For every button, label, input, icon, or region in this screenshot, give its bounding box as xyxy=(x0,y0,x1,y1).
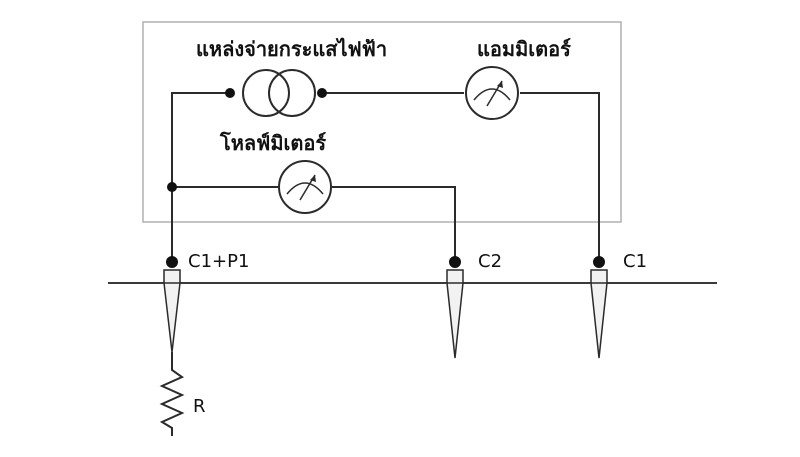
terminal-c2-label: C2 xyxy=(478,251,502,272)
node-source-left xyxy=(225,88,235,98)
junction-nodes xyxy=(166,88,605,268)
ammeter-icon xyxy=(465,66,519,120)
power-source-label: แหล่งจ่ายกระแสไฟฟ้า xyxy=(196,37,387,61)
voltmeter-icon xyxy=(278,160,332,214)
wire-left xyxy=(171,92,228,262)
wire-ammeter-c1 xyxy=(520,92,600,262)
instrument-enclosure xyxy=(142,21,622,223)
wire-voltmeter-c2 xyxy=(330,186,456,262)
node-c1p1 xyxy=(166,256,178,268)
terminal-c1p1-label: C1+P1 xyxy=(188,251,249,272)
node-c2 xyxy=(449,256,461,268)
wiring xyxy=(171,92,600,262)
resistor-label: R xyxy=(193,396,206,417)
transformer-icon xyxy=(242,69,316,117)
voltmeter-label: โหลฟ์มิเตอร์ xyxy=(219,131,326,155)
node-branch xyxy=(167,182,177,192)
ground-spike-icon xyxy=(163,269,608,359)
node-c1 xyxy=(593,256,605,268)
node-source-right xyxy=(317,88,327,98)
ammeter-label: แอมมิเตอร์ xyxy=(477,37,571,61)
resistor-icon xyxy=(159,352,185,436)
terminal-c1-label: C1 xyxy=(623,251,647,272)
